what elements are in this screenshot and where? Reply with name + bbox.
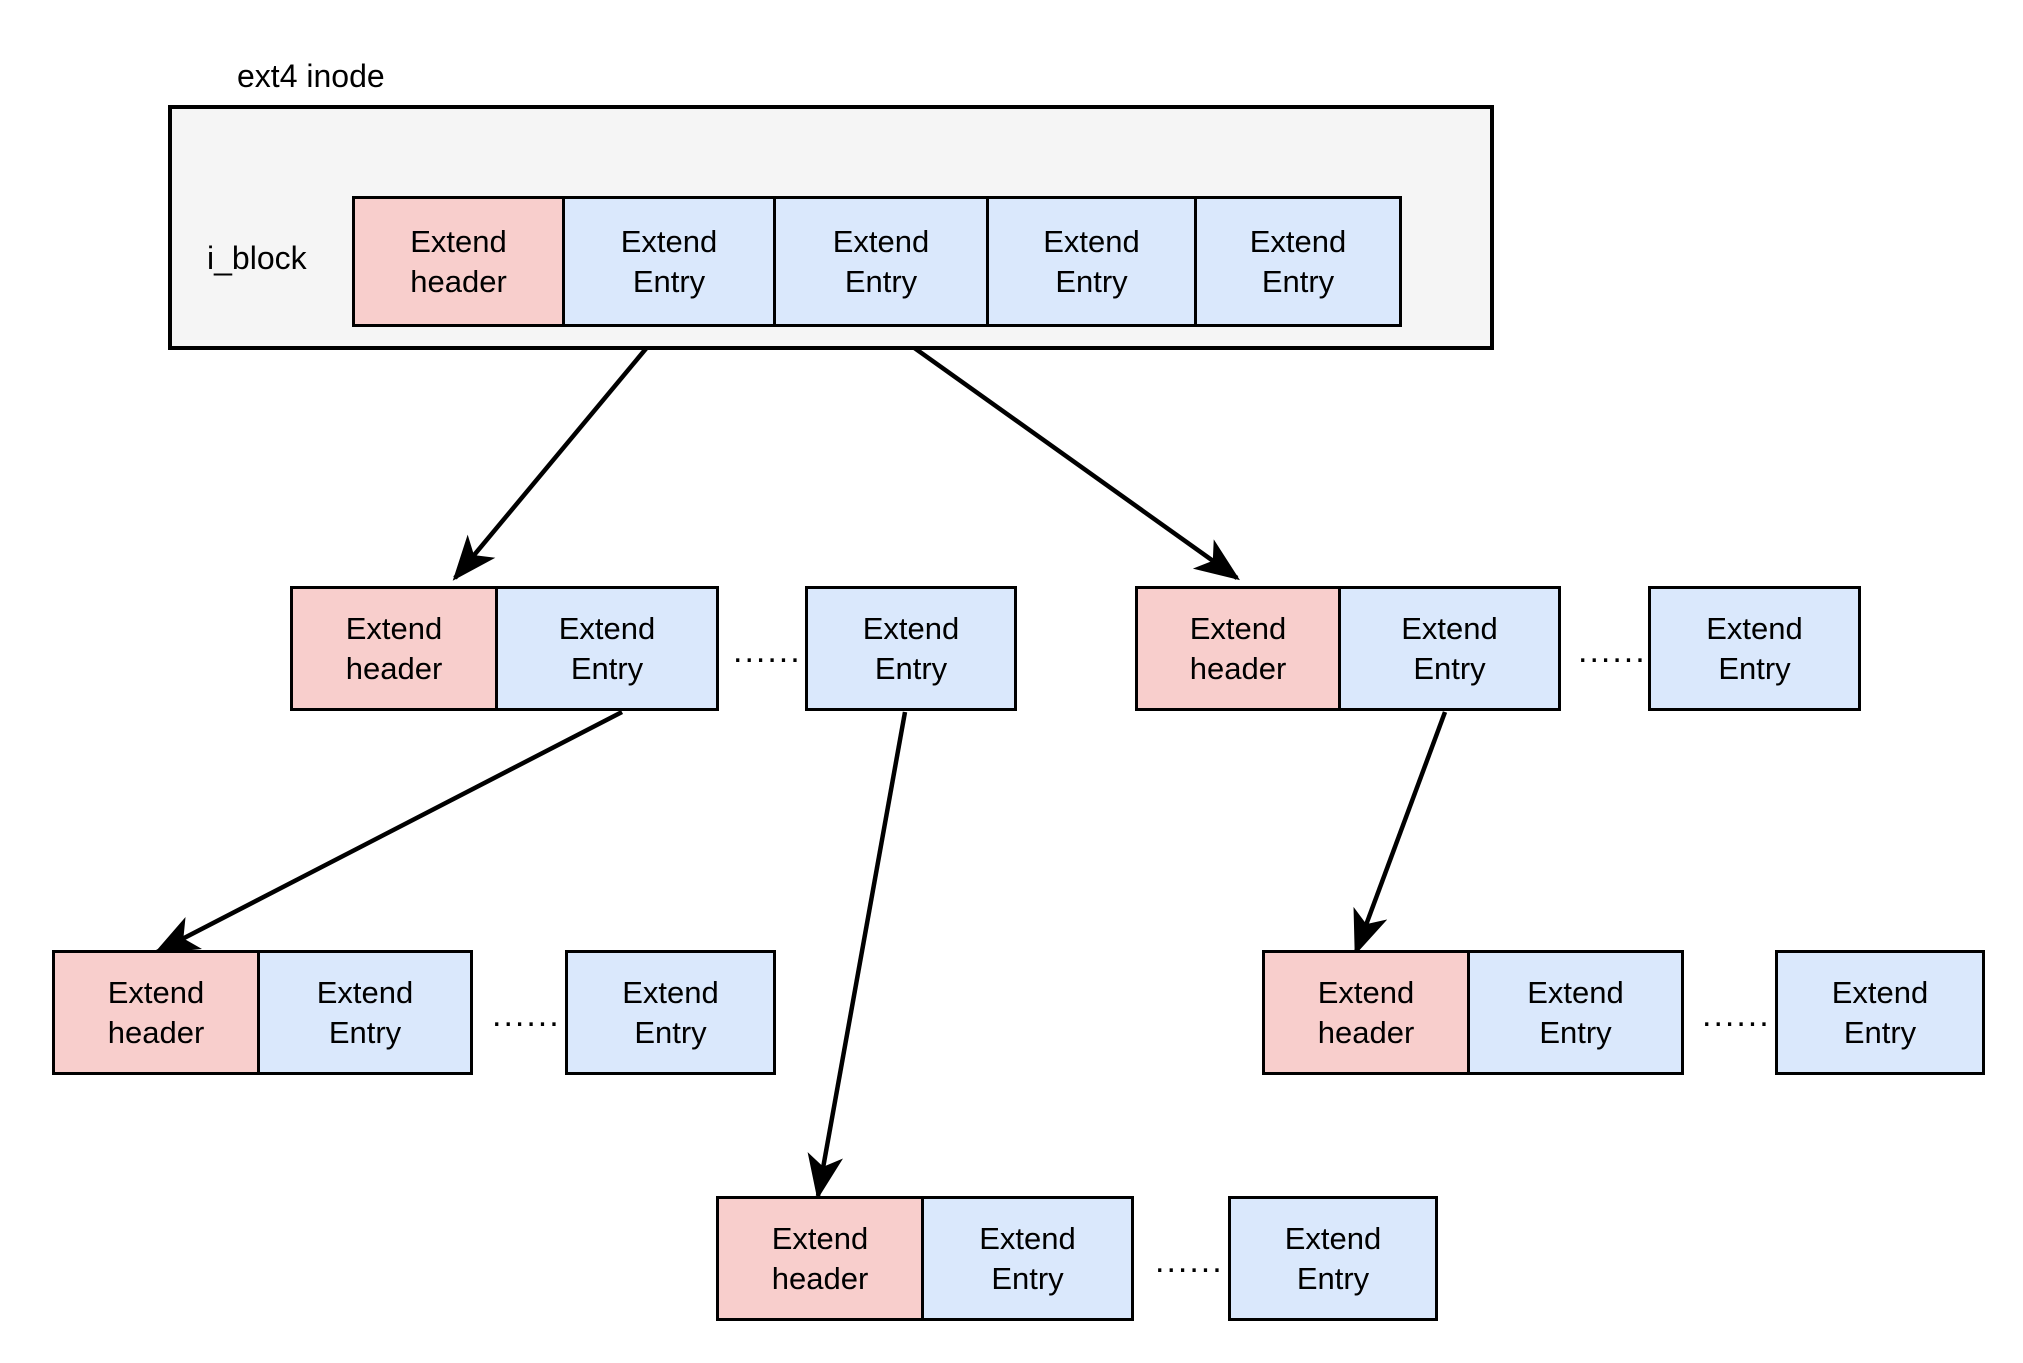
page-title: ext4 inode bbox=[237, 58, 385, 94]
level3-center-extend-header[interactable]: Extend header bbox=[716, 1196, 924, 1321]
level2-left-extend-entry-1[interactable]: Extend Entry bbox=[260, 950, 473, 1075]
i-block-label: i_block bbox=[207, 240, 307, 276]
level3-center-extend-entry-last[interactable]: Extend Entry bbox=[1228, 1196, 1438, 1321]
root-extend-entry-2[interactable]: Extend Entry bbox=[776, 196, 989, 327]
level2-left-extend-header[interactable]: Extend header bbox=[52, 950, 260, 1075]
arrow-root-entry2-to-l1right bbox=[883, 325, 1240, 581]
level1-right-extend-header[interactable]: Extend header bbox=[1135, 586, 1341, 711]
level3-center-extend-entry-1[interactable]: Extend Entry bbox=[924, 1196, 1134, 1321]
level1-left-ellipsis: ...... bbox=[733, 632, 802, 670]
level2-right-extend-header[interactable]: Extend header bbox=[1262, 950, 1470, 1075]
level1-right-extend-entry-last[interactable]: Extend Entry bbox=[1648, 586, 1861, 711]
level2-left-extend-entry-last[interactable]: Extend Entry bbox=[565, 950, 776, 1075]
level1-right-ellipsis: ...... bbox=[1578, 632, 1647, 670]
root-extend-header[interactable]: Extend header bbox=[352, 196, 565, 327]
arrow-l1left-entry-to-l2left bbox=[153, 710, 624, 954]
level2-right-extend-entry-1[interactable]: Extend Entry bbox=[1470, 950, 1684, 1075]
level3-center-ellipsis: ...... bbox=[1155, 1242, 1224, 1280]
arrow-l1right-entry-to-l2right bbox=[1353, 711, 1448, 956]
level1-right-extend-entry-1[interactable]: Extend Entry bbox=[1341, 586, 1561, 711]
level2-right-extend-entry-last[interactable]: Extend Entry bbox=[1775, 950, 1985, 1075]
arrow-l1left-far-entry-to-l3center bbox=[807, 711, 908, 1200]
level1-left-extend-entry-last[interactable]: Extend Entry bbox=[805, 586, 1017, 711]
root-extend-entry-3[interactable]: Extend Entry bbox=[989, 196, 1197, 327]
level2-right-ellipsis: ...... bbox=[1702, 996, 1771, 1034]
arrow-root-entry1-to-l1left bbox=[452, 325, 666, 581]
root-extend-entry-4[interactable]: Extend Entry bbox=[1197, 196, 1402, 327]
level1-left-extend-header[interactable]: Extend header bbox=[290, 586, 498, 711]
root-extend-entry-1[interactable]: Extend Entry bbox=[565, 196, 776, 327]
level2-left-ellipsis: ...... bbox=[492, 996, 561, 1034]
level1-left-extend-entry-1[interactable]: Extend Entry bbox=[498, 586, 719, 711]
